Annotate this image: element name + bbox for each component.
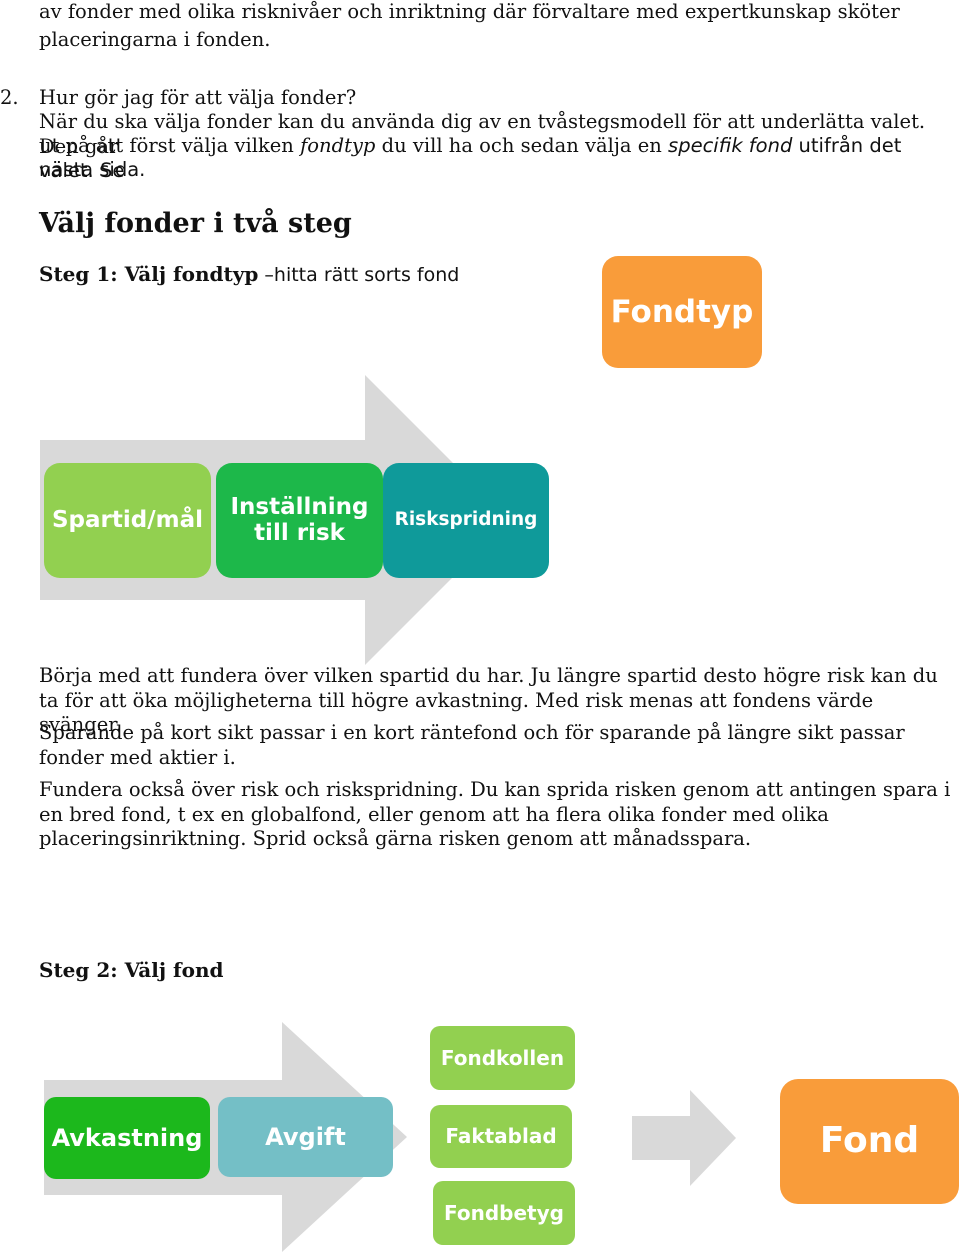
faktablad-box: Faktablad (430, 1105, 572, 1168)
answer-emphasis-specifik-fond: specifik fond (668, 134, 793, 157)
right-arrow-icon (632, 1090, 736, 1186)
installning-box: Inställning till risk (216, 463, 383, 578)
fond-box: Fond (780, 1079, 959, 1204)
answer-text-b: du vill ha och sedan välja en (375, 134, 669, 157)
fondtyp-box: Fondtyp (602, 256, 762, 368)
step2-label: Steg 2: Välj fond (39, 958, 224, 982)
paragraph-spartid: Börja med att fundera över vilken sparti… (39, 664, 938, 736)
answer-emphasis-fondtyp: fondtyp (300, 134, 376, 157)
intro-line-2: placeringarna i fonden. (39, 28, 271, 51)
paragraph-sparande: Sparande på kort sikt passar i en kort r… (39, 721, 905, 769)
step2-title: Steg 2: Välj fond (39, 958, 224, 982)
step1-title: Steg 1: Välj fondtyp (39, 262, 259, 286)
fondbetyg-box: Fondbetyg (433, 1181, 575, 1245)
answer-line-2: ut på att först välja vilken fondtyp du … (39, 134, 959, 183)
riskspridning-box: Riskspridning (383, 463, 549, 578)
page-heading: Välj fonder i två steg (39, 208, 352, 239)
answer-line-1: När du ska välja fonder kan du använda d… (39, 110, 926, 158)
list-number: 2. (0, 86, 19, 109)
fondkollen-box: Fondkollen (430, 1026, 575, 1090)
intro-line-1: av fonder med olika risknivåer och inrik… (39, 0, 900, 23)
question-2: Hur gör jag för att välja fonder? (39, 86, 357, 109)
answer-text-a: ut på att först välja vilken (39, 134, 301, 157)
step1-label: Steg 1: Välj fondtyp –hitta rätt sorts f… (39, 262, 459, 286)
answer-line-3: nästa sida. (39, 158, 146, 181)
step1-subtitle: –hitta rätt sorts fond (258, 264, 460, 286)
paragraph-risk: Fundera också över risk och riskspridnin… (39, 778, 951, 850)
answer-text-c: utifrån det valet. Se (39, 134, 902, 182)
spartid-box: Spartid/mål (44, 463, 211, 578)
avgift-box: Avgift (218, 1097, 393, 1177)
avkastning-box: Avkastning (44, 1097, 210, 1179)
